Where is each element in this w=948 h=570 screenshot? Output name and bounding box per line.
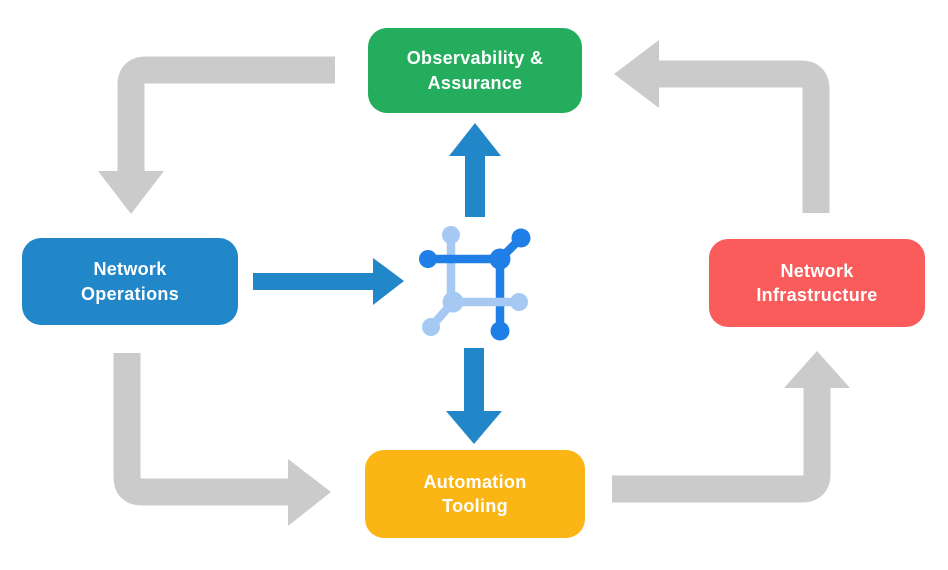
- arrow-operations-to-center-head: [373, 258, 404, 305]
- arrow-center-to-automation-head: [446, 411, 502, 444]
- node-network-infrastructure: Network Infrastructure: [709, 239, 925, 327]
- node-label-line1: Observability &: [406, 48, 544, 69]
- node-label-line1: Automation: [423, 471, 527, 492]
- arrow-operations-to-center-shaft: [253, 273, 375, 290]
- arrow-observability-to-operations-shaft: [117, 56, 335, 172]
- node-automation-tooling: Automation Tooling: [365, 450, 585, 538]
- arrow-center-to-observability-shaft: [465, 153, 485, 217]
- arrow-operations-to-automation-head: [288, 459, 331, 526]
- arrow-observability-to-operations-head: [98, 171, 164, 214]
- arrow-automation-to-infrastructure-head: [784, 351, 850, 388]
- arrow-operations-to-automation-shaft: [113, 353, 288, 506]
- icon-light-top-dot: [442, 226, 460, 244]
- arrow-infrastructure-to-observability-shaft: [659, 60, 830, 213]
- arrow-automation-to-infrastructure-shaft: [612, 388, 831, 503]
- node-label-line2: Infrastructure: [756, 285, 878, 305]
- node-label-line2: Tooling: [442, 496, 508, 516]
- arrow-center-to-observability-head: [449, 123, 501, 156]
- node-observability-assurance: Observability & Assurance: [368, 28, 582, 113]
- icon-light-dots: [422, 291, 528, 336]
- arrow-infrastructure-to-observability-head: [614, 40, 659, 108]
- node-label-line1: Network: [93, 259, 167, 280]
- node-network-operations: Network Operations: [22, 238, 238, 325]
- node-label-line1: Network: [780, 260, 854, 281]
- network-fabric-icon: [419, 226, 531, 341]
- icon-bright-dots: [419, 228, 531, 341]
- node-label-line2: Assurance: [427, 72, 523, 93]
- node-label-line2: Operations: [80, 283, 180, 304]
- arrow-center-to-automation-shaft: [464, 348, 484, 412]
